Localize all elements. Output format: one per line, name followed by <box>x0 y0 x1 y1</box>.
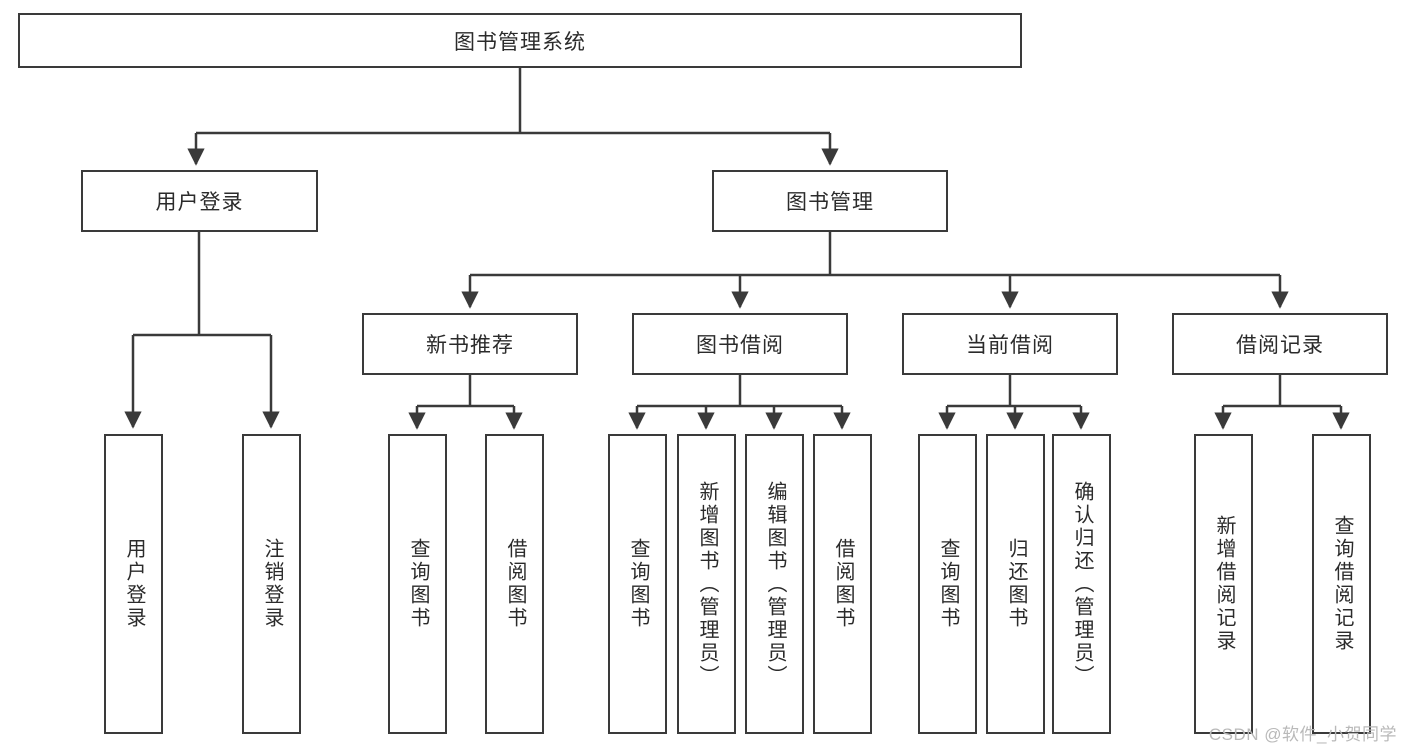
leaf-query-book-1[interactable]: 查询图书 <box>388 434 447 734</box>
node-book-borrow[interactable]: 图书借阅 <box>632 313 848 375</box>
node-user-login-label: 用户登录 <box>155 191 244 214</box>
leaf-user-login[interactable]: 用户登录 <box>104 434 163 734</box>
leaf-query-record-label: 查询借阅记录 <box>1331 515 1353 653</box>
node-book-manage-label: 图书管理 <box>786 191 874 214</box>
node-book-manage[interactable]: 图书管理 <box>712 170 948 232</box>
leaf-confirm-return[interactable]: 确认归还（管理员） <box>1052 434 1111 734</box>
leaf-add-record[interactable]: 新增借阅记录 <box>1194 434 1253 734</box>
node-borrow-record[interactable]: 借阅记录 <box>1172 313 1388 375</box>
leaf-borrow-book-1-label: 借阅图书 <box>504 538 526 630</box>
leaf-query-book-2[interactable]: 查询图书 <box>608 434 667 734</box>
leaf-add-record-label: 新增借阅记录 <box>1213 515 1235 653</box>
leaf-return-book-label: 归还图书 <box>1005 538 1027 630</box>
leaf-query-book-3-label: 查询图书 <box>937 538 959 630</box>
leaf-edit-book[interactable]: 编辑图书（管理员） <box>745 434 804 734</box>
leaf-user-login-label: 用户登录 <box>123 538 145 630</box>
leaf-logout[interactable]: 注销登录 <box>242 434 301 734</box>
leaf-query-record[interactable]: 查询借阅记录 <box>1312 434 1371 734</box>
node-root[interactable]: 图书管理系统 <box>18 13 1022 68</box>
node-root-label: 图书管理系统 <box>454 30 586 54</box>
leaf-borrow-book-2[interactable]: 借阅图书 <box>813 434 872 734</box>
leaf-query-book-2-label: 查询图书 <box>627 538 649 630</box>
leaf-return-book[interactable]: 归还图书 <box>986 434 1045 734</box>
node-new-book-rec-label: 新书推荐 <box>426 334 514 357</box>
csdn-watermark: CSDN @软件_小贺同学 <box>1208 725 1397 744</box>
leaf-borrow-book-2-label: 借阅图书 <box>832 538 854 630</box>
leaf-borrow-book-1[interactable]: 借阅图书 <box>485 434 544 734</box>
leaf-add-book[interactable]: 新增图书（管理员） <box>677 434 736 734</box>
node-current-borrow-label: 当前借阅 <box>966 334 1054 357</box>
leaf-edit-book-label: 编辑图书（管理员） <box>764 480 786 688</box>
leaf-query-book-1-label: 查询图书 <box>407 538 429 630</box>
leaf-logout-label: 注销登录 <box>261 538 283 630</box>
leaf-query-book-3[interactable]: 查询图书 <box>918 434 977 734</box>
node-current-borrow[interactable]: 当前借阅 <box>902 313 1118 375</box>
leaf-add-book-label: 新增图书（管理员） <box>696 480 718 688</box>
node-new-book-rec[interactable]: 新书推荐 <box>362 313 578 375</box>
node-book-borrow-label: 图书借阅 <box>696 334 784 357</box>
node-user-login[interactable]: 用户登录 <box>81 170 318 232</box>
leaf-confirm-return-label: 确认归还（管理员） <box>1071 480 1093 688</box>
node-borrow-record-label: 借阅记录 <box>1236 334 1324 357</box>
